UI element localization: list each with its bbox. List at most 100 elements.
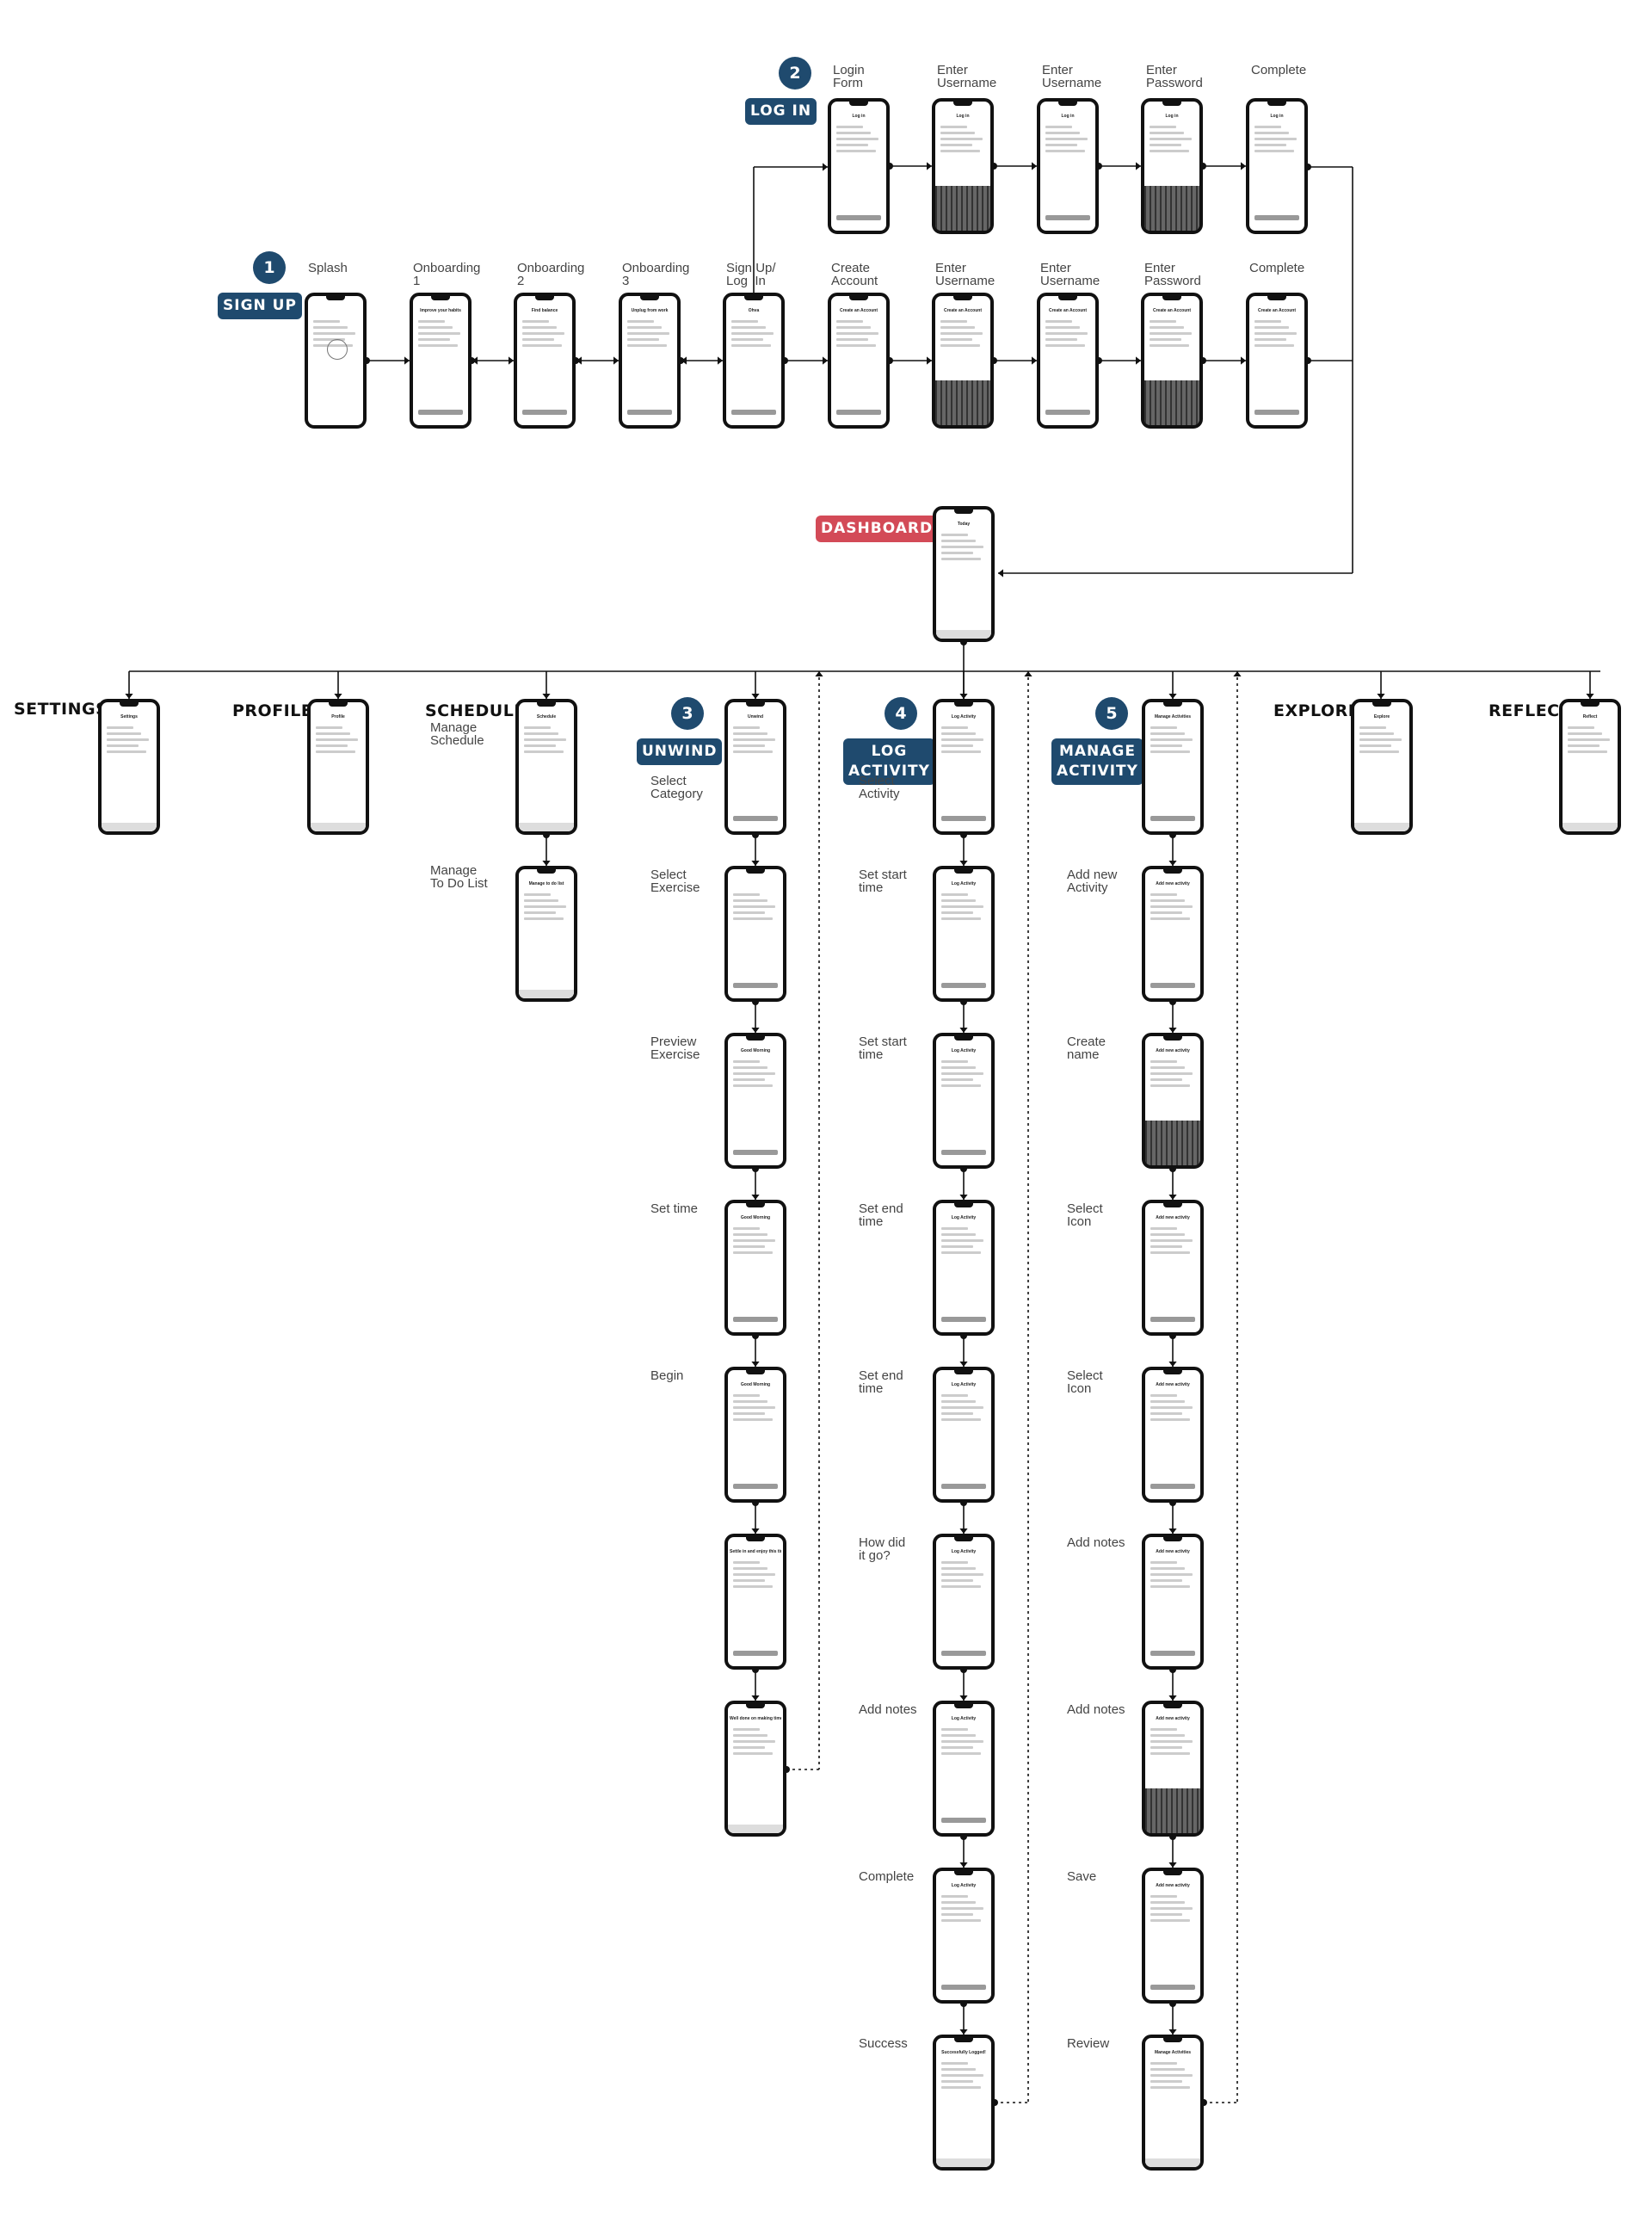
connector-arrow <box>1168 694 1177 699</box>
login-number: 2 <box>779 57 811 90</box>
screen-title: Log Activity <box>951 1883 977 1888</box>
screen-title: Log Activity <box>951 714 977 719</box>
signup-step-label: Enter Username <box>935 261 996 288</box>
illustration <box>327 339 348 360</box>
schedule-step-label: Manage To Do List <box>430 863 488 891</box>
phone-notch <box>1163 1370 1182 1374</box>
signup-step-label: Create Account <box>831 261 878 288</box>
connector-arrow <box>1168 1028 1177 1033</box>
unwind-step-label: Select Exercise <box>650 868 700 895</box>
phone-notch <box>746 1036 765 1041</box>
screen-content <box>733 1558 778 1591</box>
signup-screen-7: Create an Account <box>932 293 994 429</box>
primary-button <box>836 410 881 415</box>
connector-arrow <box>1168 1195 1177 1200</box>
signup-screen-5: Ohva <box>723 293 785 429</box>
log-step-label: Set start time <box>859 1034 907 1062</box>
connector-arrow <box>1168 1695 1177 1701</box>
primary-button <box>941 1985 986 1990</box>
screen-content <box>733 1391 778 1424</box>
manage-screen-7: Add new activity <box>1142 1701 1204 1837</box>
manage-step-label: Review <box>1067 2036 1110 2051</box>
tab-bar <box>936 630 991 639</box>
connector-arrow <box>1024 671 1032 676</box>
screen-title: Unwind <box>747 714 764 719</box>
screen-title: Today <box>957 522 971 527</box>
connector-arrow <box>1136 162 1141 170</box>
log-step-label: Success <box>859 2036 908 2051</box>
log-screen-6: Log Activity <box>933 1534 995 1670</box>
screen-title: Profile <box>331 714 345 719</box>
unwind-screen-6: Settle in and enjoy this time you have m… <box>724 1534 786 1670</box>
connector-arrow <box>1032 162 1037 170</box>
screen-content <box>627 317 672 350</box>
login-screen-4: Log in <box>1141 98 1203 234</box>
screen-title: Create an Account <box>1049 308 1087 313</box>
primary-button <box>941 1484 986 1489</box>
connector-arrow <box>751 1195 760 1200</box>
signup-screen-4: Unplug from work <box>619 293 681 429</box>
signup-step-label: Onboarding 3 <box>622 261 690 288</box>
connector-arrow <box>1168 2029 1177 2035</box>
primary-button <box>733 816 778 821</box>
screen-title: Ohva <box>748 308 760 313</box>
screen-content <box>941 1224 986 1257</box>
todo-screen: Manage to do list <box>515 866 577 1002</box>
screen-title: Log in <box>1165 114 1179 119</box>
signup-screen-9: Create an Account <box>1141 293 1203 429</box>
screen-title: Manage Activities <box>1154 2050 1192 2055</box>
unwind-screen-2 <box>724 866 786 1002</box>
tab-bar <box>1354 823 1409 831</box>
profile-heading: PROFILE <box>232 701 313 720</box>
login-screen-1: Log in <box>828 98 890 234</box>
login-step-label: Complete <box>1251 63 1307 77</box>
log-step-label: How did it go? <box>859 1535 906 1563</box>
manage-step-label: Select Icon <box>1067 1368 1103 1396</box>
connector-arrow <box>751 1028 760 1033</box>
screen-title: Settings <box>120 714 138 719</box>
connector-arrow <box>334 694 342 699</box>
tab-bar <box>519 823 574 831</box>
connector-arrow <box>927 356 932 365</box>
phone-notch <box>120 702 139 707</box>
screen-content <box>524 723 569 756</box>
phone-notch <box>954 1704 973 1708</box>
unwind-number: 3 <box>671 697 704 730</box>
primary-button <box>1150 1985 1195 1990</box>
profile-screen: Profile <box>307 699 369 835</box>
primary-button <box>733 983 778 988</box>
screen-title: Add new activity <box>1156 1716 1190 1721</box>
screen-content <box>940 317 985 350</box>
screen-content <box>941 1391 986 1424</box>
connector-arrow <box>959 1362 968 1367</box>
screen-title: Good Morning <box>740 1215 771 1220</box>
signup-step-label: Onboarding 1 <box>413 261 481 288</box>
phone-notch <box>1162 102 1181 106</box>
screen-title: Reflect <box>1582 714 1598 719</box>
unwind-screen-3: Good Morning <box>724 1033 786 1169</box>
phone-notch <box>953 102 972 106</box>
screen-content <box>733 723 778 756</box>
primary-button <box>1045 410 1090 415</box>
phone-notch <box>1058 102 1077 106</box>
primary-button <box>941 1317 986 1322</box>
signup-screen-8: Create an Account <box>1037 293 1099 429</box>
screen-title: Well done on making time for yourself! <box>730 1716 781 1721</box>
connector-arrow <box>823 163 828 171</box>
log-screen-9: Successfully Logged! <box>933 2035 995 2171</box>
dashboard-badge: DASHBOARD <box>816 516 939 542</box>
screen-content <box>836 317 881 350</box>
phone-notch <box>954 1203 973 1207</box>
primary-button <box>1150 1651 1195 1656</box>
tab-bar <box>519 990 574 998</box>
screen-title: Add new activity <box>1156 1215 1190 1220</box>
schedule-step-label: Manage Schedule <box>430 720 484 748</box>
screen-content <box>1150 890 1195 923</box>
primary-button <box>733 1150 778 1155</box>
tab-bar <box>728 1825 783 1833</box>
log-screen-2: Log Activity <box>933 866 995 1002</box>
log-screen-4: Log Activity <box>933 1200 995 1336</box>
schedule-screen: Schedule <box>515 699 577 835</box>
screen-content <box>941 723 986 756</box>
